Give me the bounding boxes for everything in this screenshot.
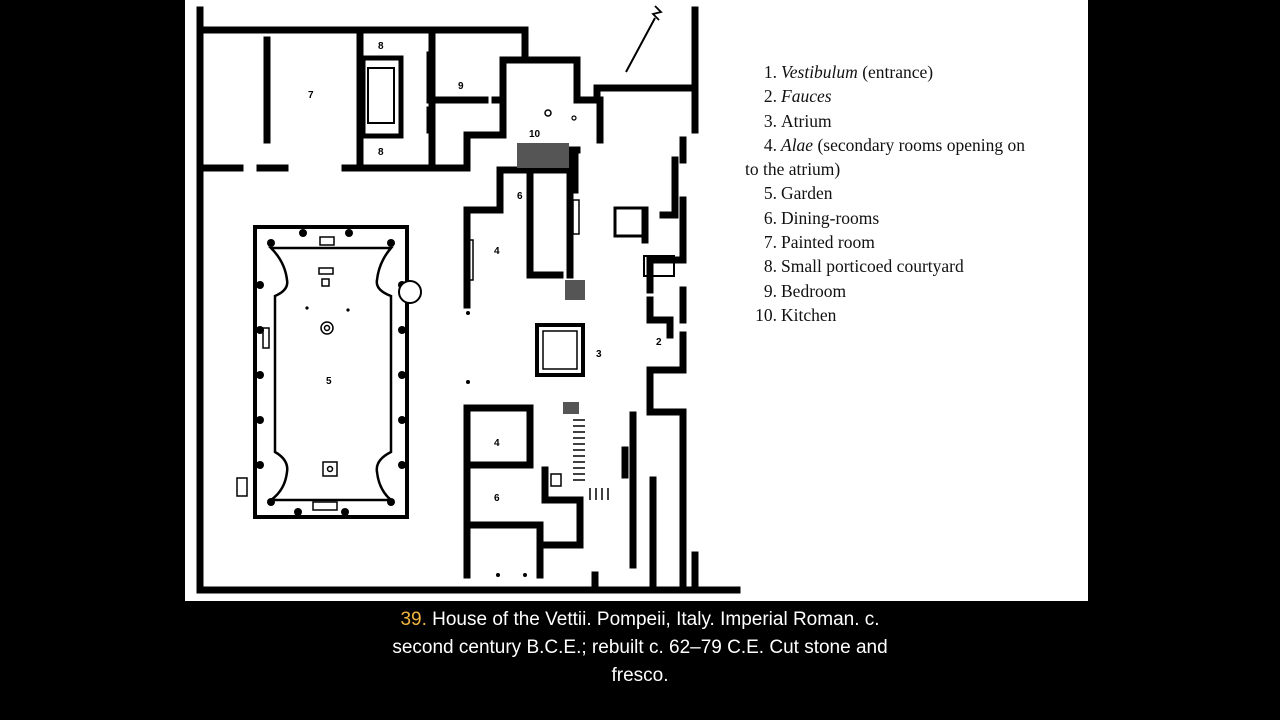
legend-item-2: 2.Fauces <box>763 86 832 107</box>
room-number-7: 7 <box>308 90 314 101</box>
legend-item-9: 9.Bedroom <box>763 280 847 301</box>
stairs <box>573 419 609 500</box>
alae-block <box>565 280 585 300</box>
room-number-2: 2 <box>656 337 662 348</box>
plan-legend: 1.Vestibulum (entrance) 2.Fauces 3.Atriu… <box>745 60 1085 327</box>
room-number-4-south: 4 <box>494 438 500 449</box>
caption-figure-number: 39. <box>400 609 427 630</box>
courtyard-pool <box>360 55 404 139</box>
wall-niche <box>572 199 580 235</box>
atrium-impluvium <box>535 323 585 377</box>
room-number-6-north: 6 <box>517 191 523 202</box>
caption-line-2: second century B.C.E.; rebuilt c. 62–79 … <box>392 637 888 658</box>
caption-line-1: 39. House of the Vettii. Pompeii, Italy.… <box>400 609 880 630</box>
room-number-10: 10 <box>529 129 541 140</box>
room-number-3: 3 <box>596 349 602 360</box>
kitchen-hearth <box>517 143 569 168</box>
legend-item-4: 4.Alae (secondary rooms opening on <box>763 134 1025 155</box>
caption-line-3: fresco. <box>611 665 669 686</box>
legend-item-6: 6.Dining-rooms <box>763 207 880 228</box>
slide-caption: 39. House of the Vettii. Pompeii, Italy.… <box>340 606 940 690</box>
steps-block <box>643 255 675 277</box>
legend-item-4-continued: to the atrium) <box>745 159 841 180</box>
legend-item-10: 10.Kitchen <box>755 304 837 325</box>
room-number-9: 9 <box>458 81 464 92</box>
legend-item-5: 5.Garden <box>763 183 833 204</box>
north-arrow-icon <box>625 5 663 73</box>
room-number-5: 5 <box>326 376 332 387</box>
room-number-8-top: 8 <box>378 41 384 52</box>
room-number-8-bottom: 8 <box>378 147 384 158</box>
room-number-6-south: 6 <box>494 493 500 504</box>
legend-item-1: 1.Vestibulum (entrance) <box>763 62 934 82</box>
doorway-pier <box>466 239 474 281</box>
stair-block <box>563 402 579 414</box>
plan-walls <box>196 6 741 594</box>
floor-plan-drawing: 1 2 3 4 4 5 6 6 7 8 8 9 10 <box>196 5 741 594</box>
small-basin <box>613 206 645 238</box>
room-number-1: 1 <box>681 346 687 357</box>
legend-item-3: 3.Atrium <box>763 110 832 131</box>
room-number-4-north: 4 <box>494 246 500 257</box>
legend-item-7: 7.Painted room <box>763 232 875 253</box>
column-dots <box>466 311 527 577</box>
floor-plan-panel: 1 2 3 4 4 5 6 6 7 8 8 9 10 <box>185 0 1088 601</box>
garden-peristyle <box>236 225 422 519</box>
legend-item-8: 8.Small porticoed courtyard <box>763 256 964 277</box>
